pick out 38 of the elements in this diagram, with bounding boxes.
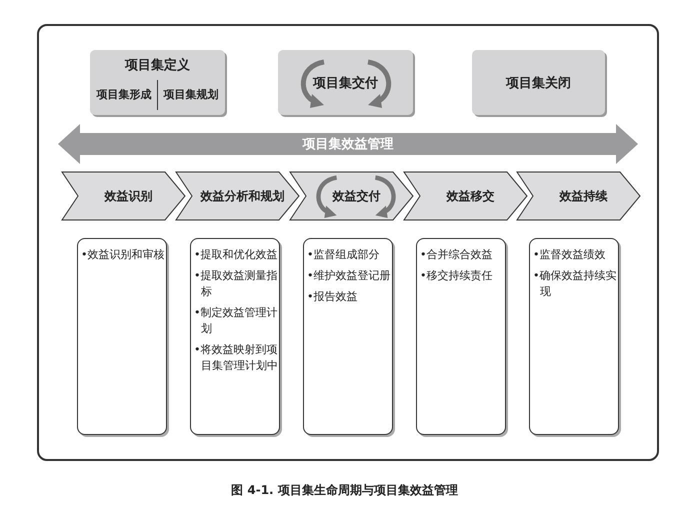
box-heading: 项目集定义 — [124, 56, 191, 74]
list-item: •合并综合效益 — [420, 247, 494, 263]
activity-card — [303, 238, 393, 435]
chevron-shape — [62, 172, 185, 220]
phase-box — [472, 50, 605, 115]
box-subtitle: 项目集规划 — [162, 87, 220, 102]
list-item: •提取效益测量指标 — [194, 268, 278, 300]
double-arrow-band — [58, 124, 638, 164]
chevron-label: 效益分析和规划 — [200, 188, 284, 204]
list-item: •将效益映射到项目集管理计划中 — [194, 342, 278, 374]
list-item: •监督效益绩效 — [533, 247, 606, 263]
chevron-shape — [517, 172, 640, 220]
list-item: •效益识别和审核 — [81, 247, 165, 263]
box-label: 项目集关闭 — [506, 74, 571, 92]
list-item: •提取和优化效益 — [194, 247, 278, 263]
chevron-label: 效益识别 — [104, 188, 152, 204]
list-item: •制定效益管理计划 — [194, 305, 278, 337]
caption: 图 4-1. 项目集生命周期与项目集效益管理 — [230, 482, 459, 499]
list-item: •移交持续责任 — [420, 268, 494, 284]
chevron-shape — [176, 172, 299, 220]
box-label: 项目集交付 — [313, 74, 378, 92]
box-subtitle: 项目集形成 — [95, 87, 152, 102]
band-label: 项目集效益管理 — [302, 136, 394, 153]
activity-card — [190, 238, 280, 435]
chevron-label: 效益交付 — [332, 188, 380, 204]
activity-card — [416, 238, 506, 435]
list-item: •报告效益 — [307, 289, 358, 305]
list-item: •确保效益持续实现 — [533, 268, 617, 300]
phase-box — [90, 50, 225, 115]
activity-card — [529, 238, 619, 435]
chevron-shape — [404, 172, 527, 220]
phase-box — [278, 50, 413, 115]
chevron-shape — [290, 172, 413, 220]
list-item: •维护效益登记册 — [307, 268, 391, 284]
chevron-label: 效益持续 — [560, 188, 608, 204]
list-item: •监督组成部分 — [307, 247, 380, 263]
activity-card — [77, 238, 167, 435]
chevron-label: 效益移交 — [446, 188, 494, 204]
